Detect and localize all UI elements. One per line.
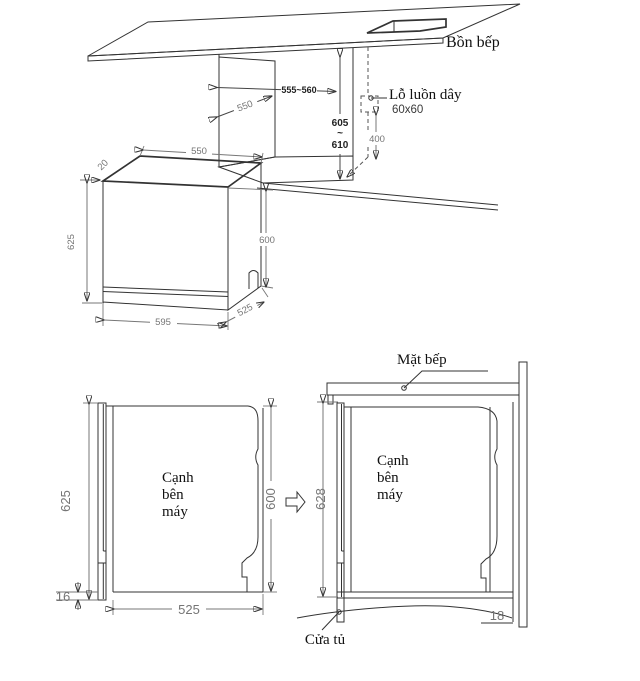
br-door-dot: [336, 609, 342, 615]
bl-machine-label-line1: Cạnh: [162, 470, 194, 486]
br-countertop-callout: Mặt bếp: [397, 352, 488, 391]
sink-label: Bồn bếp: [446, 34, 500, 51]
br-cabinet-door-callout: Cửa tủ: [305, 609, 346, 648]
kickplate-line-1: [102, 286, 229, 293]
br-door-outline: [336, 402, 345, 599]
dim-right-height: 600: [227, 188, 278, 289]
dim-wire-hole-drop-text: 400: [369, 134, 385, 145]
right-arrow-icon: [285, 490, 306, 514]
dim-top-lip-text: 20: [96, 158, 111, 173]
bl-dim-body-height-text: 600: [263, 488, 278, 510]
br-machine-label-line3: máy: [377, 487, 403, 503]
wire-hole-size-label: 60x60: [392, 104, 423, 116]
dim-opening-width-text: 555~560: [281, 85, 316, 95]
dim-top-depth-text: 550: [191, 146, 207, 157]
niche-left-wall: [218, 56, 276, 168]
bl-door-panel: [97, 402, 107, 601]
dishwasher-box: [100, 155, 264, 311]
br-countertop-slab: [326, 382, 520, 396]
dim-opening-depth-text: 550: [236, 98, 255, 114]
dim-opening-height-upper: 605: [332, 118, 349, 129]
br-cabinet-door-label: Cửa tủ: [305, 632, 346, 648]
bl-machine-label: Cạnh bên máy: [162, 470, 194, 520]
br-floor-break-line: [296, 605, 513, 619]
bottom-right-diagram: Mặt bếp 628: [296, 352, 528, 648]
dim-opening-depth: 550: [217, 94, 272, 117]
bl-dim-door-height-text: 625: [58, 490, 73, 512]
bl-dim-door-drop-text: 16: [56, 589, 70, 604]
dim-side-depth: 525: [226, 287, 269, 322]
wire-hole-callout: Lỗ luồn dây 60x60 400: [347, 47, 462, 177]
br-slab-lip: [327, 394, 334, 405]
bl-machine-label-line3: máy: [162, 504, 188, 520]
countertop: [87, 3, 521, 62]
bl-dim-body-depth-text: 525: [178, 602, 200, 617]
sink-shape: [366, 18, 447, 34]
br-dim-total-height: 628: [313, 402, 338, 598]
br-machine-body: [344, 402, 514, 622]
bottom-left-diagram: 625 600 525 16 Cạnh bên máy: [56, 403, 278, 617]
dim-front-width-text: 595: [155, 317, 171, 328]
dim-opening-width: 555~560: [217, 82, 336, 97]
bl-machine-label-line2: bên: [162, 487, 184, 503]
br-machine-label-line1: Cạnh: [377, 453, 409, 469]
dim-wire-hole-drop: 400: [366, 115, 387, 159]
dim-opening-height: 605 ~ 610: [328, 57, 352, 179]
br-dim-wall-gap: 18: [481, 608, 513, 624]
side-foot-notch: [248, 270, 259, 289]
cabinet-bottom-line-2: [256, 187, 499, 211]
dim-top-lip: 20: [80, 158, 111, 180]
br-countertop-dot: [401, 385, 407, 391]
dim-left-height: 625: [66, 183, 104, 304]
bl-door-outline: [97, 402, 107, 601]
cabinet-bottom-line-1: [262, 182, 499, 206]
br-machine-label-line2: bên: [377, 470, 399, 486]
bl-machine-body: [106, 405, 264, 593]
top-diagram: Bồn bếp 555~560 550 605 ~: [66, 3, 521, 330]
kickplate-line-2: [102, 291, 229, 297]
br-machine-label: Cạnh bên máy: [377, 453, 409, 503]
bl-dim-body-height: 600: [263, 406, 278, 593]
br-dim-total-height-text: 628: [313, 488, 328, 510]
countertop-front-edge: [87, 37, 444, 62]
br-countertop-label: Mặt bếp: [397, 352, 447, 368]
sink-cutout: [366, 18, 447, 34]
br-side-profile: [477, 406, 498, 592]
dim-top-depth: 550: [140, 144, 264, 164]
bl-side-profile: [241, 405, 259, 592]
wire-hole-label: Lỗ luồn dây: [389, 87, 462, 103]
bl-dim-body-depth: 525: [113, 594, 264, 617]
bl-dim-door-height: 625: [58, 403, 98, 601]
dishwasher-front-face: [102, 180, 229, 311]
br-wall: [518, 361, 528, 628]
br-floor-bar: [336, 591, 514, 599]
bl-dim-door-drop: 16: [56, 582, 98, 610]
dim-opening-height-lower: 610: [332, 140, 349, 151]
dim-opening-height-sep: ~: [337, 128, 343, 139]
dim-right-height-text: 600: [259, 235, 275, 246]
br-dim-wall-gap-text: 18: [490, 608, 504, 623]
br-door-panel: [336, 402, 345, 623]
dim-front-width: 595: [103, 304, 229, 330]
dim-left-height-text: 625: [66, 234, 77, 250]
